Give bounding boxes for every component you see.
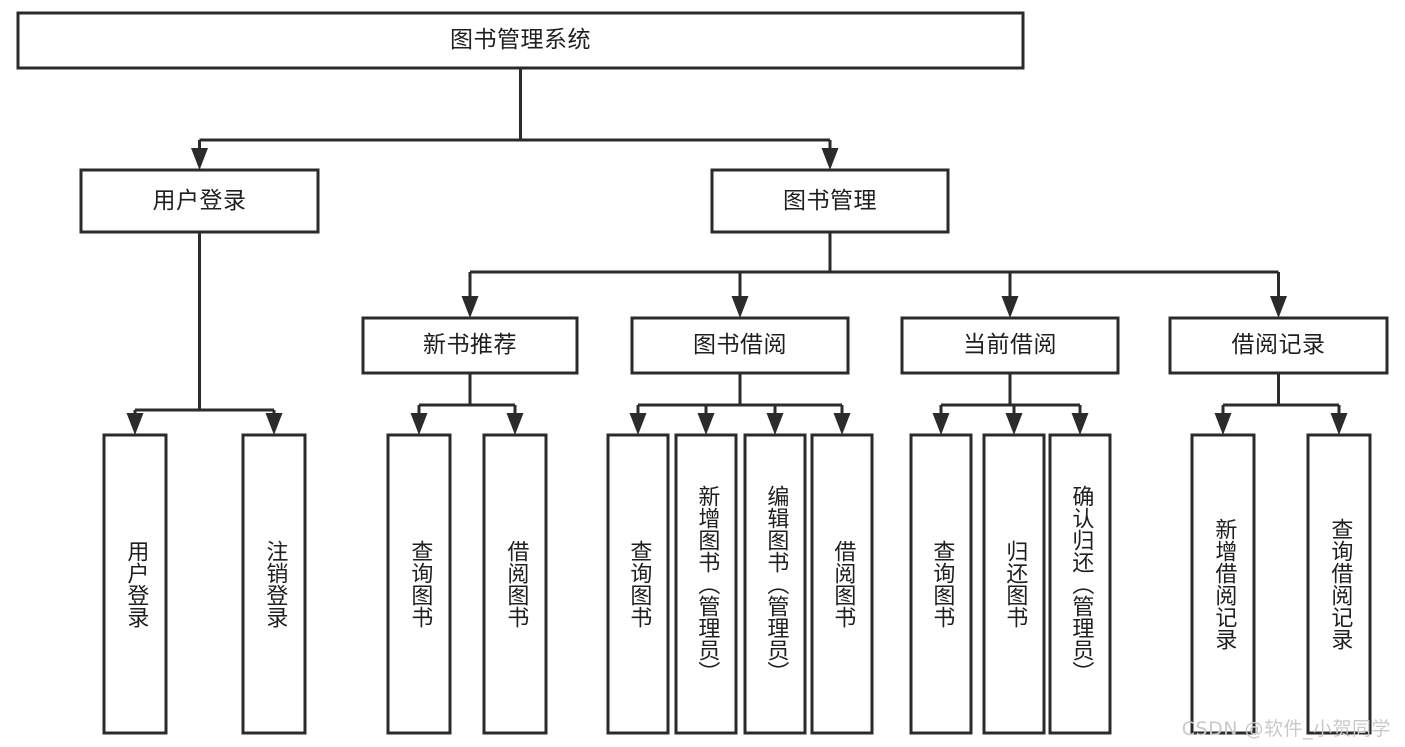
arrow-head-icon bbox=[629, 413, 647, 435]
connector-group-user-login bbox=[126, 232, 283, 435]
watermark: CSDN @软件_小贺同学 bbox=[1181, 718, 1391, 740]
node-layer bbox=[16, 11, 1389, 735]
arrow-head-icon bbox=[1330, 413, 1348, 435]
connector-group-borrow-record bbox=[1214, 373, 1348, 435]
arrow-head-icon bbox=[410, 413, 428, 435]
node-box-leaf-add-record[interactable] bbox=[1190, 433, 1256, 735]
node-box-leaf-add-book[interactable] bbox=[674, 433, 738, 735]
node-box-current-borrow[interactable] bbox=[900, 316, 1120, 375]
arrow-head-icon bbox=[1071, 413, 1089, 435]
node-box-leaf-user-logout[interactable] bbox=[241, 433, 307, 735]
arrow-head-icon bbox=[833, 413, 851, 435]
node-box-new-book-rec[interactable] bbox=[361, 316, 579, 375]
connector-group-book-borrow bbox=[629, 373, 851, 435]
connector-group-new-book-rec bbox=[410, 373, 524, 435]
arrow-head-icon bbox=[766, 413, 784, 435]
arrow-head-icon bbox=[821, 148, 839, 170]
arrow-head-icon bbox=[1001, 296, 1019, 318]
connector-layer bbox=[126, 68, 1348, 435]
arrow-head-icon bbox=[506, 413, 524, 435]
node-box-leaf-query-book[interactable] bbox=[606, 433, 670, 735]
node-box-book-borrow[interactable] bbox=[630, 316, 850, 375]
arrow-head-icon bbox=[461, 296, 479, 318]
arrow-head-icon bbox=[191, 148, 208, 170]
node-box-leaf-borrow-book-rec[interactable] bbox=[482, 433, 548, 735]
connector-group-root bbox=[191, 68, 839, 170]
node-box-leaf-query-book-cur[interactable] bbox=[909, 433, 973, 735]
arrow-head-icon bbox=[265, 413, 283, 435]
arrow-head-icon bbox=[932, 413, 950, 435]
arrow-head-icon bbox=[1214, 413, 1232, 435]
node-box-leaf-user-login[interactable] bbox=[102, 433, 168, 735]
connector-group-book-manage bbox=[461, 232, 1287, 318]
node-box-leaf-borrow-book[interactable] bbox=[810, 433, 874, 735]
node-box-leaf-confirm-return[interactable] bbox=[1048, 433, 1112, 735]
node-box-leaf-query-record[interactable] bbox=[1306, 433, 1372, 735]
arrow-head-icon bbox=[731, 296, 749, 318]
arrow-head-icon bbox=[126, 413, 144, 435]
node-box-user-login[interactable] bbox=[79, 168, 320, 234]
arrow-head-icon bbox=[697, 413, 715, 435]
node-box-root[interactable] bbox=[16, 11, 1025, 70]
arrow-head-icon bbox=[1270, 296, 1287, 318]
arrow-head-icon bbox=[1005, 413, 1023, 435]
node-box-book-manage[interactable] bbox=[710, 168, 950, 234]
node-box-leaf-query-book-rec[interactable] bbox=[386, 433, 452, 735]
node-box-leaf-return-book[interactable] bbox=[982, 433, 1046, 735]
node-box-leaf-edit-book[interactable] bbox=[743, 433, 807, 735]
node-box-borrow-record[interactable] bbox=[1168, 316, 1389, 375]
connector-group-current-borrow bbox=[932, 373, 1089, 435]
